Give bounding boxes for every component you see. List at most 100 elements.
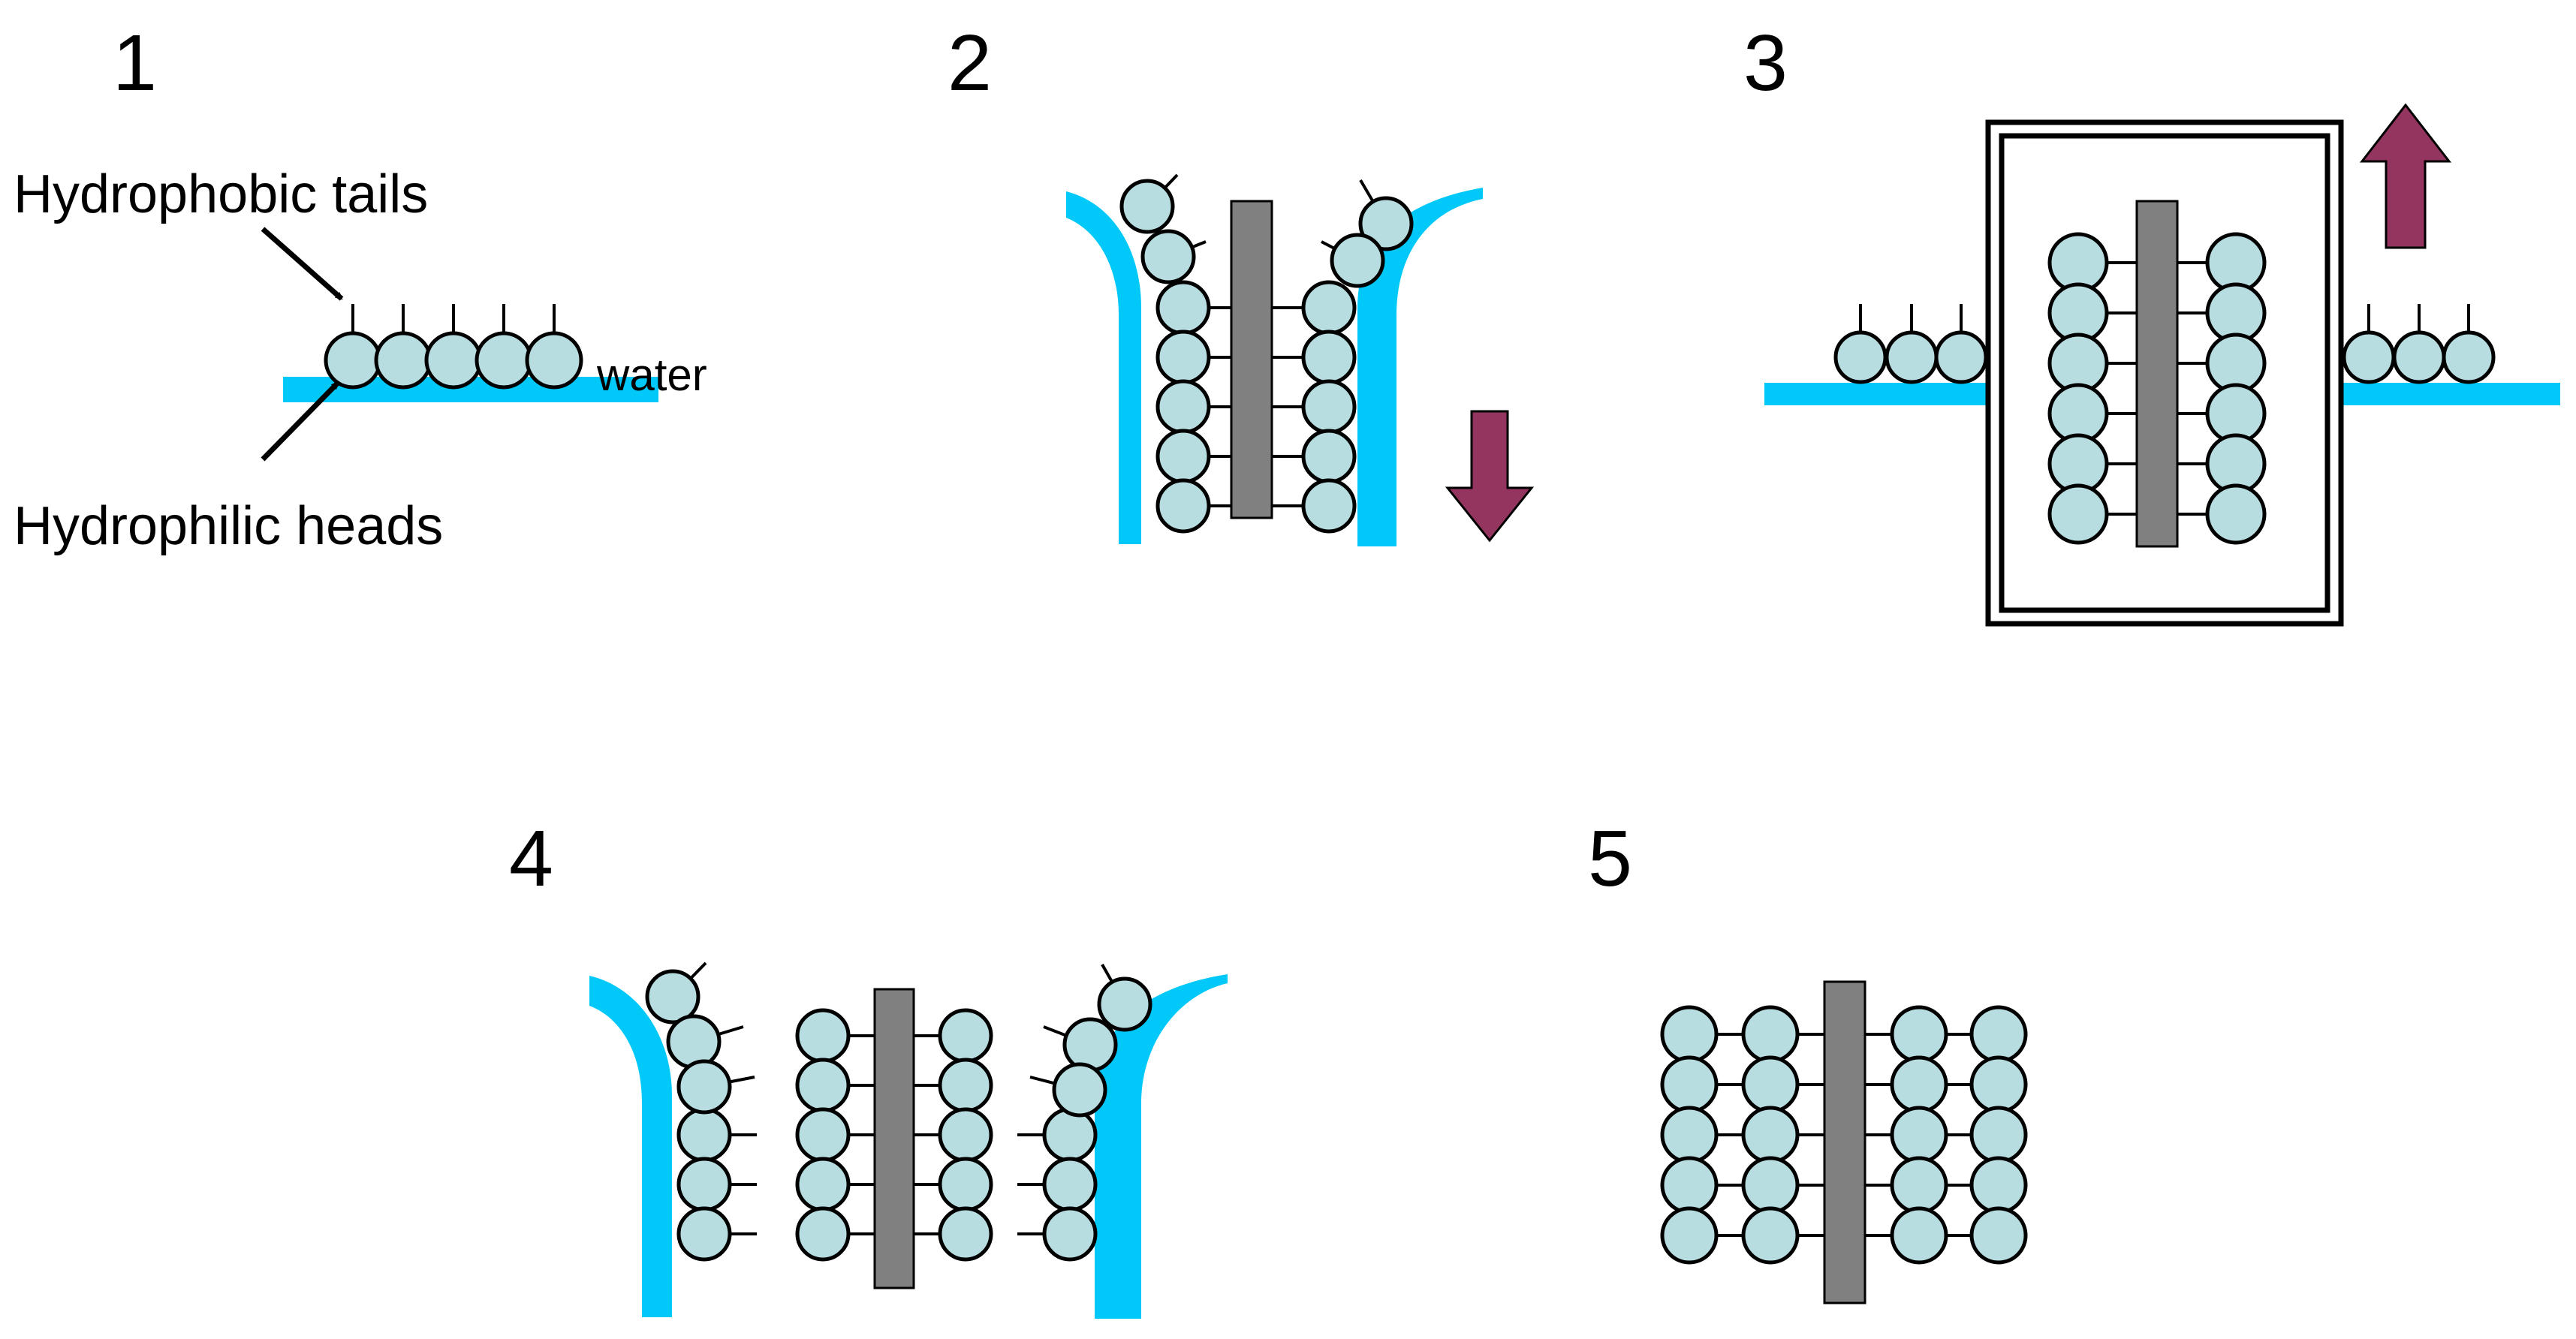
lipid-head bbox=[1741, 1106, 1800, 1164]
lipid-head bbox=[1155, 429, 1211, 484]
down-arrow-icon bbox=[1445, 410, 1535, 543]
deposited-bilayer bbox=[645, 961, 1152, 1262]
step-number-5: 5 bbox=[1588, 814, 1632, 903]
up-arrow-icon bbox=[2359, 103, 2452, 249]
lipid-head bbox=[374, 331, 432, 390]
lipid-head bbox=[666, 1014, 722, 1070]
lipid-head bbox=[1301, 280, 1357, 336]
substrate-slide bbox=[2135, 200, 2179, 548]
lipid-head bbox=[1890, 1206, 1948, 1265]
panel-2 bbox=[1066, 173, 1535, 546]
hydrophobic-tails-label: Hydrophobic tails bbox=[14, 164, 428, 224]
deposited-monolayer bbox=[1119, 173, 1414, 534]
lipid-head bbox=[1042, 1157, 1098, 1212]
lipid-head bbox=[1969, 1206, 2028, 1265]
step-number-4: 4 bbox=[509, 814, 553, 903]
lipid-head bbox=[1660, 1005, 1719, 1064]
lipid-head bbox=[676, 1206, 732, 1262]
lipid-head bbox=[1301, 478, 1357, 534]
lipid-head bbox=[424, 331, 483, 390]
water-meniscus-right bbox=[1095, 974, 1228, 1319]
lipid-head bbox=[475, 331, 533, 390]
substrate-slide bbox=[873, 988, 915, 1289]
substrate-slide bbox=[1230, 200, 1273, 519]
panel-3 bbox=[1764, 103, 2560, 627]
lipid-head bbox=[645, 969, 700, 1025]
lipid-head bbox=[1062, 1017, 1118, 1073]
lipid-head bbox=[795, 1157, 851, 1212]
lipid-head bbox=[1660, 1055, 1719, 1114]
lipid-head bbox=[1330, 233, 1385, 288]
tails-pointer-arrow bbox=[261, 227, 344, 301]
lipid-head bbox=[1890, 1106, 1948, 1164]
step-number-3: 3 bbox=[1743, 19, 1788, 107]
heads-pointer-arrow bbox=[261, 381, 340, 462]
lipid-head bbox=[525, 331, 583, 390]
lipid-head bbox=[1097, 976, 1152, 1032]
lipid-head bbox=[1885, 330, 1939, 384]
lipid-head bbox=[2392, 330, 2446, 384]
lipid-head bbox=[1358, 196, 1414, 251]
lipid-head bbox=[938, 1008, 993, 1064]
lipid-head bbox=[1741, 1156, 1800, 1214]
lipid-head bbox=[1969, 1156, 2028, 1214]
bilayer-molecules bbox=[1833, 232, 2496, 545]
step-number-1: 1 bbox=[113, 19, 157, 107]
lipid-head bbox=[1660, 1106, 1719, 1164]
lipid-head bbox=[1890, 1156, 1948, 1214]
lipid-head bbox=[1042, 1206, 1098, 1262]
lipid-head bbox=[795, 1107, 851, 1163]
lipid-head bbox=[938, 1058, 993, 1113]
lipid-head bbox=[795, 1058, 851, 1113]
panel-1: Hydrophobic tails Hydrophilic heads wate… bbox=[14, 164, 707, 556]
lipid-head bbox=[1934, 330, 1988, 384]
water-meniscus-left bbox=[589, 976, 672, 1317]
lipid-head bbox=[1741, 1005, 1800, 1064]
substrate-slide bbox=[1823, 980, 1866, 1304]
lipid-head bbox=[938, 1157, 993, 1212]
panel-5 bbox=[1660, 980, 2028, 1304]
water-meniscus-right bbox=[1357, 188, 1483, 546]
step-number-2: 2 bbox=[948, 19, 992, 107]
lipid-head bbox=[1119, 179, 1175, 234]
lipid-head bbox=[2047, 483, 2109, 545]
lipid-head bbox=[1969, 1005, 2028, 1064]
panel-4 bbox=[589, 961, 1228, 1319]
water-surface-left bbox=[1764, 383, 1990, 405]
lipid-head bbox=[1833, 330, 1888, 384]
water-surface-right bbox=[2335, 383, 2560, 405]
lipid-head bbox=[676, 1157, 732, 1212]
lipid-head bbox=[1155, 379, 1211, 435]
water-meniscus-left bbox=[1066, 191, 1141, 544]
lipid-head bbox=[1741, 1206, 1800, 1265]
lipid-head bbox=[1969, 1106, 2028, 1164]
lipid-head bbox=[1660, 1156, 1719, 1214]
lipid-head bbox=[1890, 1005, 1948, 1064]
lipid-head bbox=[938, 1206, 993, 1262]
lipid-head bbox=[938, 1107, 993, 1163]
lipid-head bbox=[1155, 478, 1211, 534]
lipid-head bbox=[676, 1107, 732, 1163]
lipid-head bbox=[1660, 1206, 1719, 1265]
lipid-head bbox=[795, 1206, 851, 1262]
lipid-head bbox=[1301, 429, 1357, 484]
lipid-head bbox=[1301, 379, 1357, 435]
lipid-head bbox=[2205, 483, 2267, 545]
lipid-head bbox=[2442, 330, 2496, 384]
lipid-head bbox=[1140, 229, 1196, 284]
water-label: water bbox=[596, 350, 707, 400]
lipid-head bbox=[795, 1008, 851, 1064]
hydrophilic-heads-label: Hydrophilic heads bbox=[14, 496, 443, 556]
lipid-head bbox=[2342, 330, 2396, 384]
lipid-head bbox=[1301, 329, 1357, 385]
lipid-head bbox=[1155, 329, 1211, 385]
lipid-head bbox=[1052, 1062, 1107, 1118]
lipid-head bbox=[324, 331, 382, 390]
lipid-head bbox=[1890, 1055, 1948, 1114]
lipid-head bbox=[1155, 280, 1211, 336]
monolayer bbox=[324, 304, 583, 390]
lipid-head bbox=[1741, 1055, 1800, 1114]
trough-frame-inner bbox=[1999, 133, 2330, 613]
